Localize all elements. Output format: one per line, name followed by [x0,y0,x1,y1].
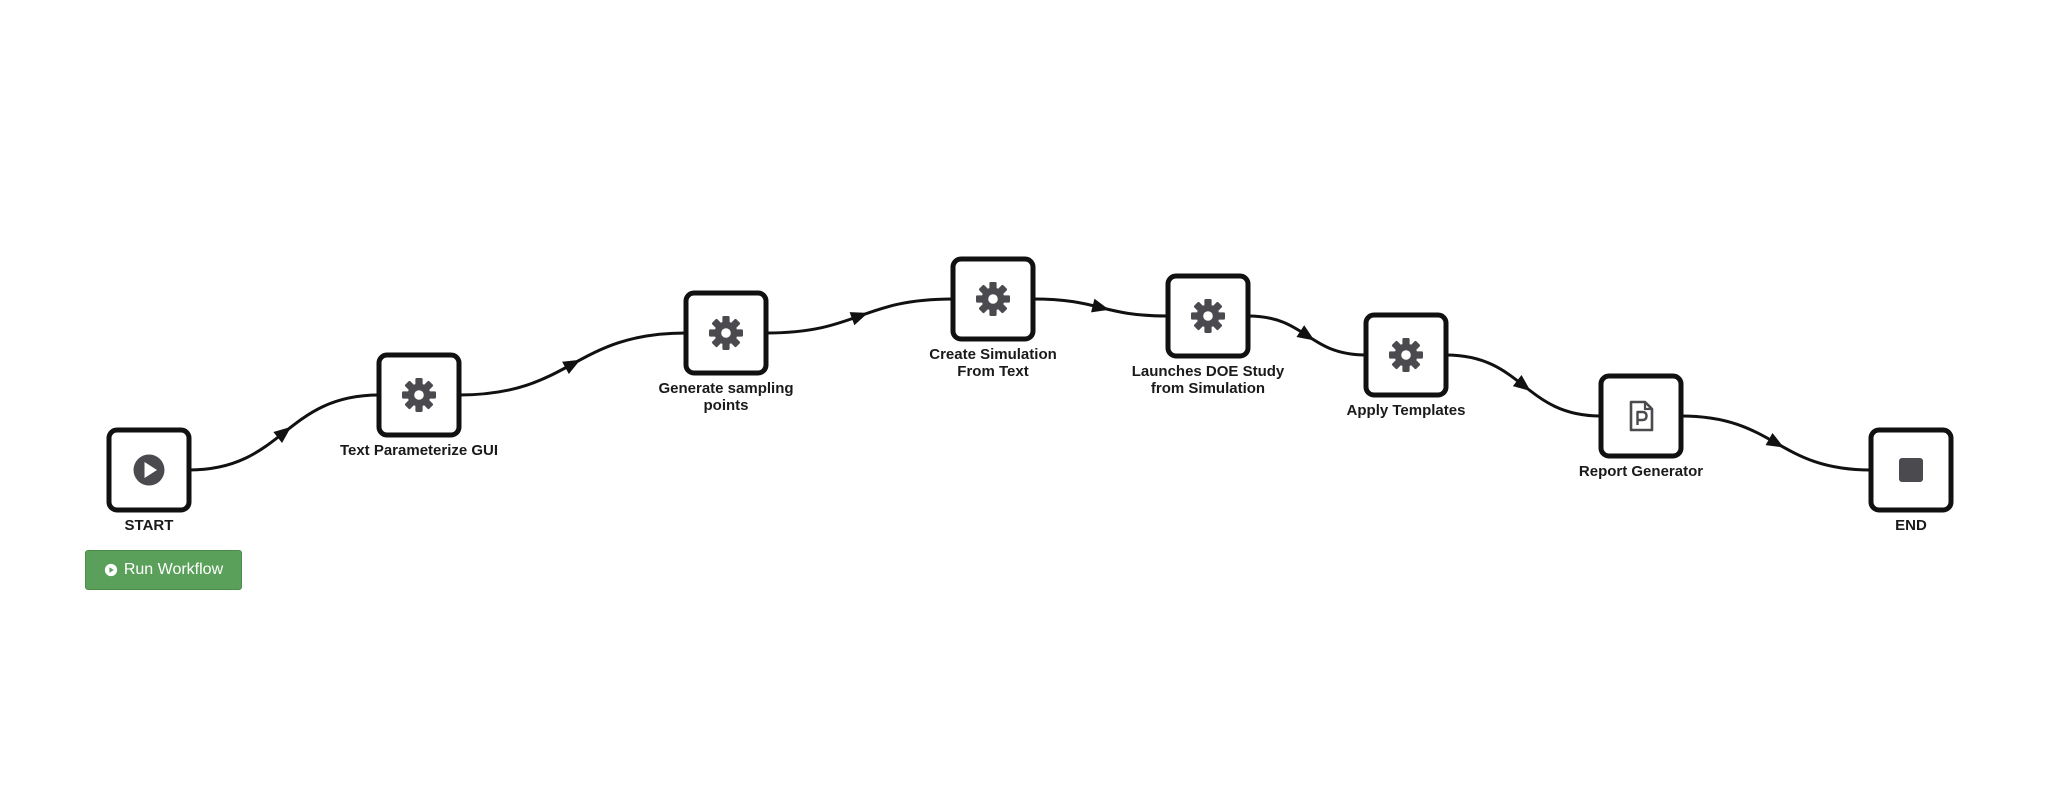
arrowhead-icon [562,359,581,374]
node-box[interactable] [1598,373,1684,459]
workflow-node-text-parameterize[interactable]: Text Parameterize GUI [340,352,498,459]
arrowhead-icon [849,312,868,326]
node-label: Launches DOE Study [1132,363,1285,380]
edges-layer [188,297,1872,472]
node-label: From Text [957,363,1028,380]
node-label: Create Simulation [929,346,1057,363]
workflow-node-end[interactable]: END [1868,427,1954,534]
gear-icon [976,282,1010,316]
node-label: START [125,517,174,534]
node-label: Text Parameterize GUI [340,442,498,459]
play-circle-icon [133,454,165,486]
arrowhead-icon [1296,325,1315,341]
gear-icon [402,378,436,412]
workflow-node-report-generator[interactable]: Report Generator [1579,373,1703,480]
workflow-node-apply-templates[interactable]: Apply Templates [1347,312,1466,419]
arrowhead-icon [1091,298,1110,313]
node-label: from Simulation [1151,380,1265,397]
arrowhead-icon [273,426,292,443]
node-label: Generate sampling [658,380,793,397]
stop-square-icon [1899,458,1923,482]
nodes-layer: START Text Parameterize GUI Generate sampl… [106,256,1954,534]
run-workflow-button[interactable]: Run Workflow [85,550,242,590]
gear-icon [709,316,743,350]
arrowhead-icon [1512,375,1531,392]
node-label: points [704,397,749,414]
node-label: Report Generator [1579,463,1703,480]
arrowhead-icon [1765,432,1784,448]
node-label: END [1895,517,1927,534]
gear-icon [1191,299,1225,333]
document-p-icon [1629,400,1654,432]
play-circle-icon [104,563,117,577]
gear-icon [1389,338,1423,372]
node-label: Apply Templates [1347,402,1466,419]
workflow-node-start[interactable]: START [106,427,192,534]
run-workflow-label: Run Workflow [123,561,224,578]
